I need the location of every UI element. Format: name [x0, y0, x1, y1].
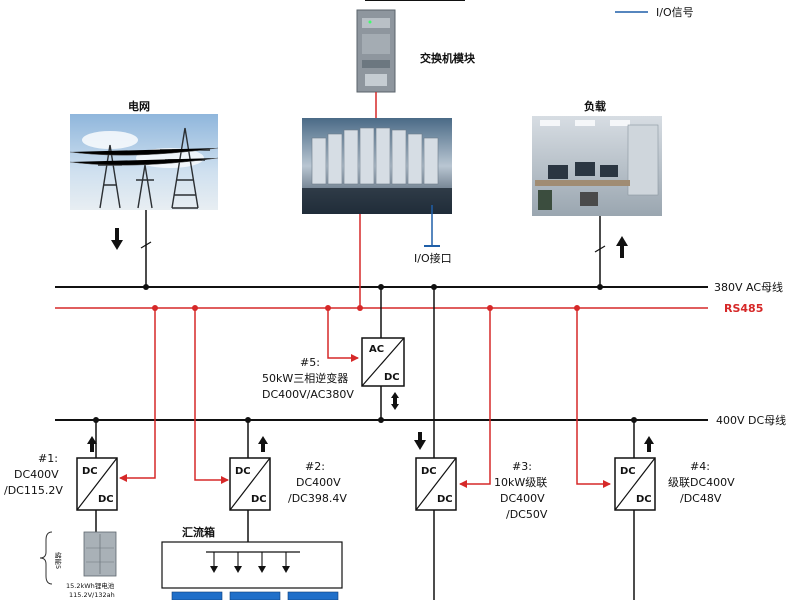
converter-1-arrow-icon [87, 436, 97, 452]
grid-tower-photo [69, 114, 219, 210]
converter-2-line1: #2: [305, 460, 325, 473]
legend: I/O信号 [615, 6, 694, 19]
converter-1-bottom: DC [98, 494, 114, 505]
converter-4-top: DC [620, 466, 636, 477]
converter-4-line3: /DC48V [680, 492, 722, 505]
grid-feeder [111, 210, 152, 290]
legend-io-label: I/O信号 [656, 6, 694, 19]
battery-group: 储能5 15.2kWh锂电池 115.2V/132ah [39, 531, 117, 599]
converter-2-top: DC [235, 466, 251, 477]
rs485-bus-label: RS485 [724, 302, 763, 315]
inverter-5-line3: DC400V/AC380V [262, 388, 354, 401]
switch-module-label: 交换机模块 [420, 51, 476, 65]
converter-3-line1: #3: [512, 460, 532, 473]
converter-4-arrow-icon [644, 436, 654, 452]
switch-module-icon [356, 9, 396, 93]
io-port-label: I/O接口 [414, 252, 452, 265]
converter-1-line2: DC400V [14, 468, 59, 481]
dc-bus-label: 400V DC母线 [716, 413, 786, 427]
ac-bus-label: 380V AC母线 [714, 280, 783, 294]
inverter-5-line2: 50kW三相逆变器 [262, 371, 348, 385]
converter-4: DC DC #4: 级联DC400V /DC48V [574, 305, 735, 600]
battery-side-label: 储能5 [54, 552, 63, 569]
plc-rs485-node [357, 305, 363, 311]
battery-bracket [39, 531, 53, 585]
solar-panel-icon [171, 591, 339, 600]
converter-2-line2: DC400V [296, 476, 341, 489]
inverter-5: AC DC #5: 50kW三相逆变器 DC400V/AC380V [262, 284, 405, 423]
converter-3-line2: 10kW级联 [494, 476, 547, 489]
converter-3-bottom: DC [437, 494, 453, 505]
inverter-5-top: AC [369, 344, 384, 355]
battery-cabinet-icon [83, 531, 117, 577]
converter-2-line3: /DC398.4V [288, 492, 347, 505]
converter-2-bottom: DC [251, 494, 267, 505]
converter-4-bottom: DC [636, 494, 652, 505]
load-feeder [594, 216, 628, 290]
converter-4-line1: #4: [690, 460, 710, 473]
battery-line2: 115.2V/132ah [69, 591, 115, 599]
battery-line1: 15.2kWh锂电池 [66, 581, 115, 590]
converter-3-line4: /DC50V [506, 508, 548, 521]
converter-2-arrow-icon [258, 436, 268, 452]
converter-3: DC DC #3: 10kW级联 DC400V /DC50V [414, 284, 548, 600]
grid-label: 电网 [128, 99, 150, 113]
inverter-5-bidir-arrow-icon [391, 392, 399, 410]
converter-1-line1: #1: [38, 452, 58, 465]
converter-1-line3: /DC115.2V [4, 484, 63, 497]
load-power-arrow-icon [616, 236, 628, 258]
grid-power-arrow-icon [111, 228, 123, 250]
inverter-5-bottom: DC [384, 372, 400, 383]
converter-3-top: DC [421, 466, 437, 477]
combiner-label: 汇流箱 [182, 525, 215, 539]
load-label: 负载 [584, 99, 606, 113]
converter-4-line2: 级联DC400V [668, 476, 735, 489]
converter-1-top: DC [82, 466, 98, 477]
converter-2: DC DC #2: DC400V /DC398.4V [192, 305, 347, 542]
converter-3-line3: DC400V [500, 492, 545, 505]
plc-photo [302, 118, 452, 214]
converter-3-arrow-icon [414, 432, 426, 450]
converter-1: DC DC #1: DC400V /DC115.2V [4, 305, 158, 548]
load-office-photo [532, 116, 662, 216]
combiner-box [161, 541, 343, 600]
inverter-5-line1: #5: [300, 356, 320, 369]
